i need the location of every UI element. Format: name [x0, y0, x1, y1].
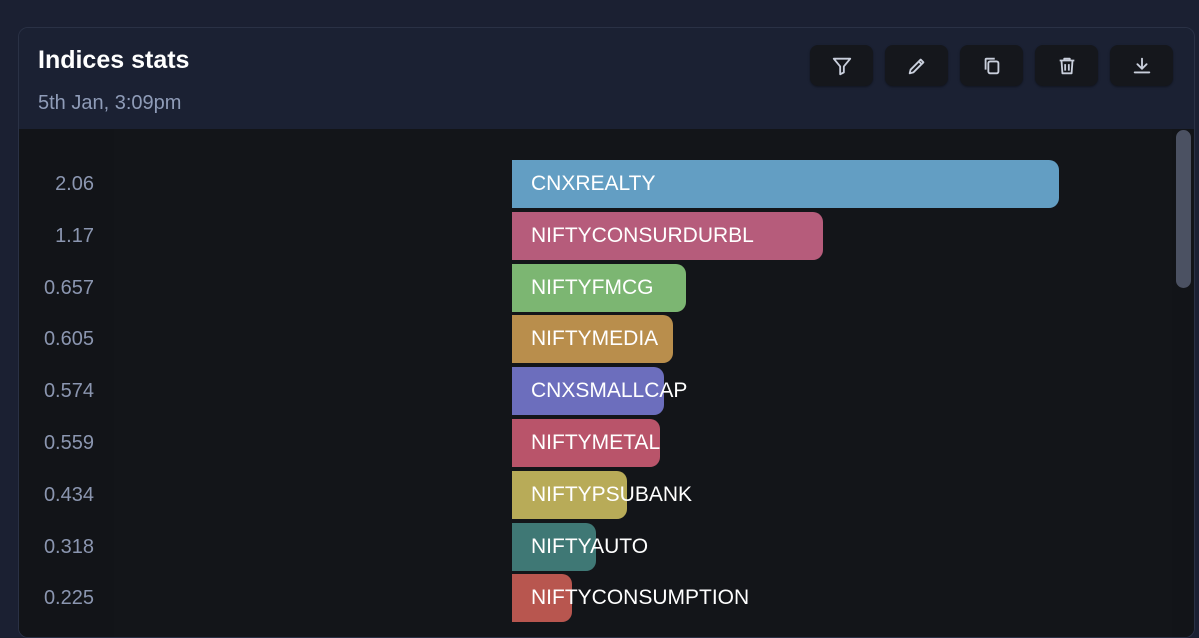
bar-value-label: 0.318	[43, 535, 94, 558]
bar-category-label: NIFTYCONSUMPTION	[531, 586, 750, 610]
bar[interactable]	[512, 522, 597, 571]
bar-value-label: 0.225	[43, 587, 94, 610]
scrollbar-thumb[interactable]	[1176, 130, 1191, 288]
bar-category-label: CNXSMALLCAP	[531, 379, 688, 403]
bar-value-label: 0.657	[43, 276, 94, 299]
bar-category-label: NIFTYFMCG	[531, 275, 654, 299]
pencil-icon	[908, 58, 924, 74]
bar[interactable]	[512, 315, 673, 364]
download-icon	[1133, 57, 1150, 73]
bar-value-label: 2.06	[55, 173, 94, 195]
bar-value-label: 1.17	[55, 224, 94, 247]
bar[interactable]	[512, 263, 687, 312]
bar[interactable]	[512, 574, 572, 623]
delete-button[interactable]	[1035, 45, 1098, 86]
bar-value-label: 0.559	[43, 432, 94, 454]
bar[interactable]	[512, 367, 665, 416]
bar[interactable]	[512, 211, 823, 260]
bar[interactable]	[512, 160, 1059, 208]
bar-category-label: NIFTYAUTO	[531, 534, 649, 558]
bar[interactable]	[512, 470, 628, 519]
bar-category-label: NIFTYPSUBANK	[531, 482, 693, 506]
bar-category-label: NIFTYMETAL	[531, 431, 661, 454]
trash-icon	[1059, 57, 1074, 74]
chart-scrollbar[interactable]	[1172, 129, 1194, 637]
bar-category-label: CNXREALTY	[531, 172, 656, 195]
edit-button[interactable]	[885, 45, 948, 86]
card-header: Indices stats 5th Jan, 3:09pm	[19, 28, 1194, 129]
copy-icon	[984, 57, 999, 74]
copy-button[interactable]	[960, 45, 1023, 86]
value-label-column	[19, 129, 114, 637]
bar[interactable]	[512, 419, 661, 467]
filter-icon	[832, 57, 851, 75]
download-button[interactable]	[1110, 45, 1173, 86]
card-toolbar	[810, 45, 1173, 86]
bar-value-label: 0.434	[43, 483, 94, 506]
bar-category-label: NIFTYMEDIA	[531, 327, 659, 351]
card-timestamp: 5th Jan, 3:09pm	[38, 92, 182, 114]
filter-button[interactable]	[810, 45, 873, 86]
bar-value-label: 0.605	[43, 328, 94, 351]
bar-category-label: NIFTYCONSURDURBL	[531, 223, 754, 247]
card-title: Indices stats	[38, 46, 190, 74]
bar-value-label: 0.574	[43, 380, 94, 403]
